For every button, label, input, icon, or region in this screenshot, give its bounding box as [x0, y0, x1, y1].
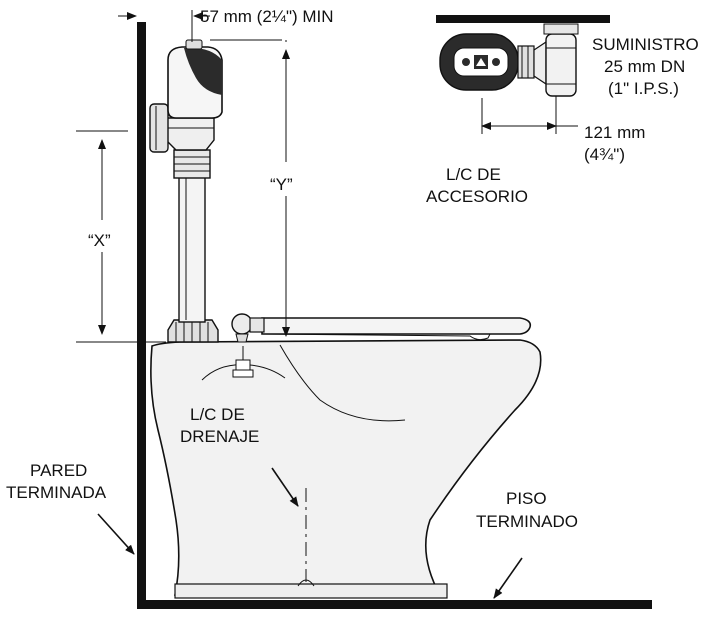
min-clearance-label: 57 mm (2¼") MIN — [200, 7, 334, 26]
fixture-centerline-label-line1: L/C DE — [446, 165, 501, 184]
supply-label-line2: 25 mm DN — [604, 57, 685, 76]
drain-centerline-label-line2: DRENAJE — [180, 427, 259, 446]
spud-coupling — [167, 319, 219, 343]
wall-label-line2: TERMINADA — [6, 483, 107, 502]
supply-label-line1: SUMINISTRO — [592, 35, 699, 54]
wall-label-line1: PARED — [30, 461, 87, 480]
drain-centerline-label-line1: L/C DE — [190, 405, 245, 424]
fixture-centerline-label-line2: ACCESORIO — [426, 187, 528, 206]
offset-label-line1: 121 mm — [584, 123, 645, 142]
finished-wall — [137, 22, 146, 608]
toilet-bowl — [150, 339, 542, 599]
dimension-min-clearance — [118, 10, 282, 42]
dimension-x-label: “X” — [88, 231, 111, 250]
offset-label-line2: (4¾") — [584, 145, 625, 164]
finished-floor — [137, 600, 652, 609]
flush-tube — [173, 149, 211, 323]
dimension-offset — [481, 96, 578, 134]
toilet-seat — [231, 313, 532, 343]
floor-label-line1: PISO — [506, 489, 547, 508]
dimension-y-label: “Y” — [270, 175, 293, 194]
plan-view-wall — [436, 15, 610, 23]
dimension-x — [76, 130, 166, 343]
supply-label-line3: (1" I.P.S.) — [608, 79, 679, 98]
floor-label-line2: TERMINADO — [476, 512, 578, 531]
leader-arrows — [97, 467, 523, 599]
plan-view-valve — [439, 23, 579, 97]
flushometer-valve — [149, 39, 223, 153]
